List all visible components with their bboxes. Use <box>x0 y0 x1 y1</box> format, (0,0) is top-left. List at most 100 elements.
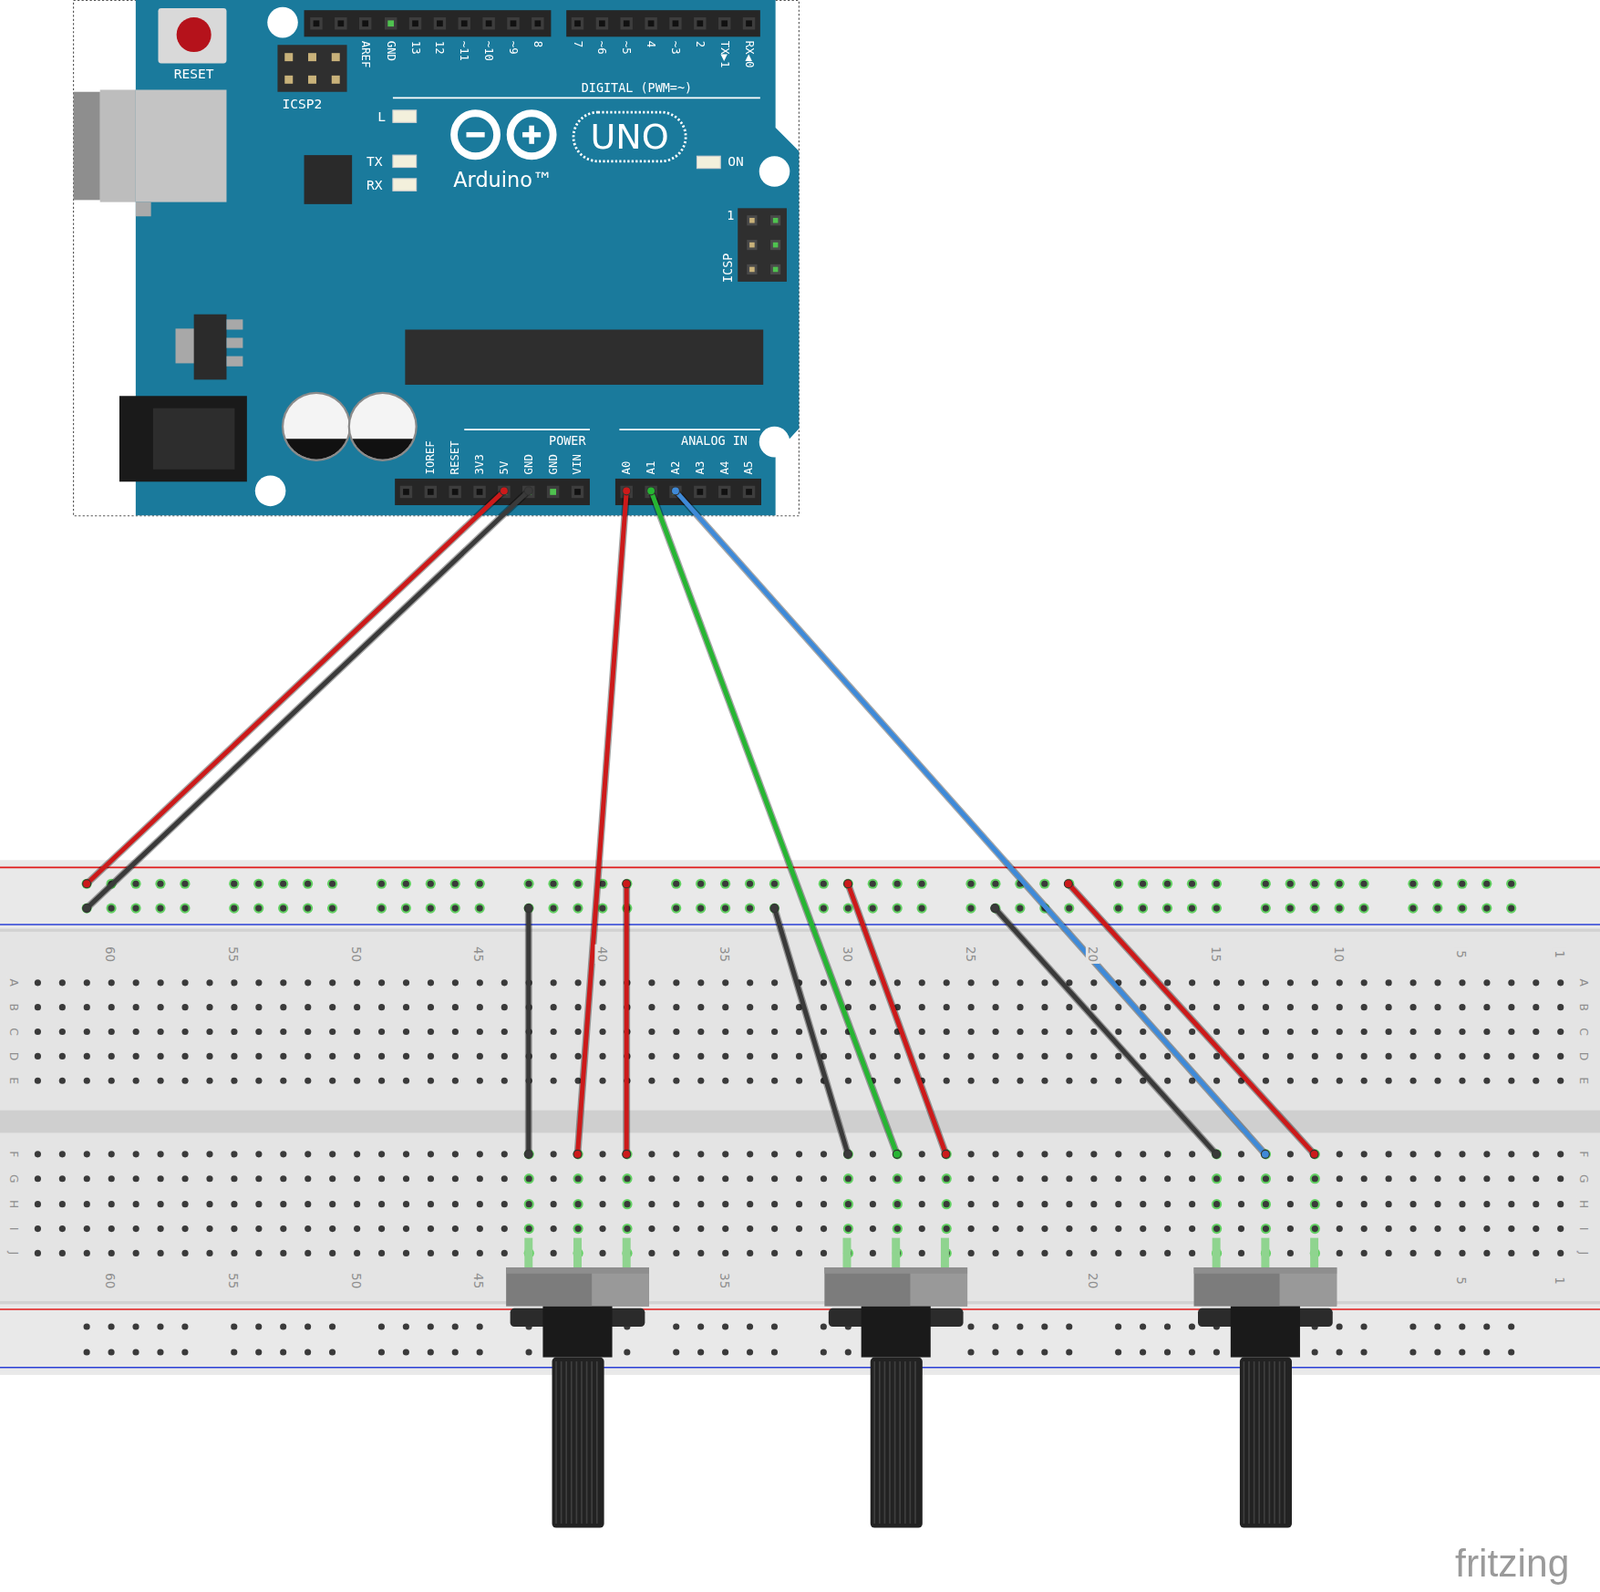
breadboard-hole <box>918 1150 926 1157</box>
breadboard-hole <box>378 1175 385 1182</box>
column-number: 15 <box>1207 944 1223 965</box>
shaft-rib <box>565 1361 568 1524</box>
pin-label: 8 <box>532 41 544 48</box>
breadboard-hole <box>1164 1175 1171 1182</box>
breadboard-hole <box>722 1003 729 1011</box>
breadboard-hole <box>1410 1200 1417 1208</box>
breadboard-hole <box>304 1052 311 1060</box>
breadboard-hole <box>820 1249 827 1257</box>
connected-hole <box>1260 903 1271 914</box>
breadboard-hole <box>108 1150 115 1157</box>
breadboard-hole <box>1532 979 1539 986</box>
row-letter: D <box>6 1049 21 1063</box>
breadboard-hole <box>427 1077 434 1084</box>
rail-hole <box>1164 880 1171 888</box>
rail-hole <box>1458 905 1466 912</box>
rail-hole <box>1434 905 1441 912</box>
rail-hole <box>1139 1348 1146 1355</box>
wire <box>86 490 529 909</box>
row-letter: I <box>6 1224 21 1232</box>
breadboard-hole <box>992 1249 1000 1257</box>
breadboard-hole <box>501 1175 508 1182</box>
breadboard-hole <box>575 1028 582 1035</box>
rail-hole <box>132 1322 139 1330</box>
breadboard-hole <box>1458 1028 1466 1035</box>
breadboard-hole <box>427 1028 434 1035</box>
breadboard-hole <box>820 1225 827 1232</box>
rail-hole <box>378 1322 385 1330</box>
rail-hole <box>1016 1322 1023 1330</box>
breadboard-hole <box>206 1052 213 1060</box>
pot-leg <box>891 1238 900 1270</box>
breadboard-hole <box>1016 1150 1023 1157</box>
rail-hole <box>452 1322 459 1330</box>
wire-outline <box>525 908 533 1155</box>
breadboard-hole <box>427 1052 434 1060</box>
mounting-hole <box>759 426 791 458</box>
connected-hole <box>1358 903 1369 914</box>
breadboard-hole <box>1557 1200 1564 1208</box>
pot-body <box>505 1267 650 1307</box>
rail-hole <box>991 880 999 888</box>
header-socket <box>402 488 410 496</box>
rail-hole <box>771 905 778 912</box>
breadboard-hole <box>133 1003 140 1011</box>
breadboard-hole <box>722 1052 729 1060</box>
rail-hole <box>230 880 238 888</box>
shaft-rib <box>580 1361 583 1524</box>
breadboard-hole <box>1164 1077 1171 1084</box>
pin-label: 1 <box>726 208 734 221</box>
connected-hole <box>818 903 829 914</box>
breadboard-hole <box>1336 1225 1343 1232</box>
rail-hole <box>869 905 877 912</box>
breadboard-hole <box>1434 1077 1441 1084</box>
breadboard-hole <box>1139 979 1146 986</box>
breadboard-hole <box>1361 1249 1368 1257</box>
column-number: 55 <box>225 944 240 965</box>
rail-hole <box>1213 880 1220 888</box>
breadboard-hole <box>1041 979 1048 986</box>
shaft-rib <box>576 1361 579 1524</box>
breadboard-hole <box>550 1052 558 1060</box>
breadboard <box>0 860 1600 1375</box>
wire <box>86 490 505 884</box>
rail-hole <box>1483 905 1490 912</box>
rail-hole <box>1164 905 1171 912</box>
rail-hole <box>1311 880 1319 888</box>
pin-label: RX◀0 <box>743 41 754 69</box>
connected-hole <box>1407 878 1418 889</box>
breadboard-hole <box>206 1225 213 1232</box>
breadboard-hole <box>157 1052 165 1060</box>
connected-hole <box>1260 1223 1271 1234</box>
breadboard-hole <box>34 979 42 986</box>
rail-hole <box>181 880 188 888</box>
breadboard-hole <box>353 1200 361 1208</box>
pin-label: 7 <box>571 41 583 48</box>
rail-hole <box>1507 880 1515 888</box>
led <box>392 110 417 123</box>
rail-hole <box>746 1322 754 1330</box>
header-socket <box>476 488 484 496</box>
rail-hole <box>1016 905 1023 912</box>
breadboard-hole <box>476 1077 484 1084</box>
breadboard-hole <box>501 1077 508 1084</box>
breadboard-hole <box>918 979 926 986</box>
breadboard-hole <box>1016 1052 1023 1060</box>
breadboard-hole <box>1410 1225 1417 1232</box>
breadboard-hole <box>255 1003 262 1011</box>
pin-label: VIN <box>571 454 583 475</box>
breadboard-hole <box>1361 1003 1368 1011</box>
led <box>392 154 417 167</box>
rail-hole <box>991 1322 999 1330</box>
breadboard-hole <box>1410 1175 1417 1182</box>
connected-hole <box>843 1173 854 1184</box>
rail-hole <box>746 880 754 888</box>
rail-hole <box>1409 1348 1416 1355</box>
breadboard-hole <box>820 1175 827 1182</box>
rail-hole <box>820 1322 827 1330</box>
breadboard-hole <box>1361 1028 1368 1035</box>
header-socket <box>644 17 657 30</box>
breadboard-hole <box>1385 1225 1393 1232</box>
breadboard-hole <box>1557 1052 1564 1060</box>
breadboard-hole <box>329 979 336 986</box>
